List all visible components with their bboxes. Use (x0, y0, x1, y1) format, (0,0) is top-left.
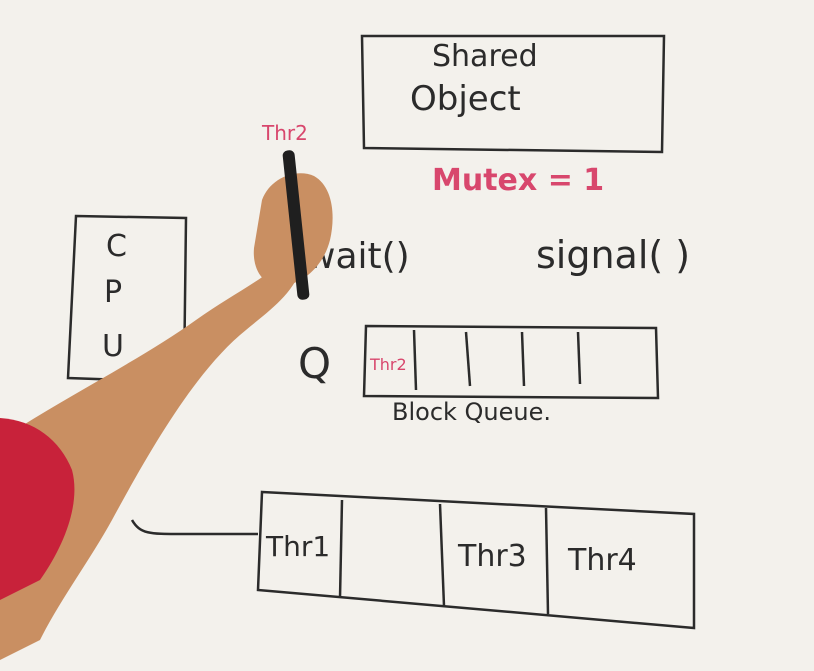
shared-object-line1: Shared (432, 39, 538, 74)
marker-icon (282, 150, 310, 300)
queue-slot-1: Thr2 (369, 355, 407, 374)
presenter-shirt (0, 418, 75, 600)
queue-caption: Block Queue. (392, 398, 551, 426)
shared-object-line2: Object (410, 79, 521, 119)
cpu-connector-line (130, 519, 258, 536)
cpu-letter-u: U (102, 329, 124, 364)
shared-object-box: Shared Object (360, 34, 666, 154)
block-queue: Q Thr2 Block Queue. (298, 324, 660, 426)
thread-slot-1: Thr1 (265, 530, 330, 563)
presenter-arm (0, 150, 333, 660)
thread-slot-4: Thr4 (567, 543, 637, 578)
thread-slot-3: Thr3 (457, 539, 527, 574)
thread-list: Thr1 Thr3 Thr4 (256, 490, 696, 630)
cpu-letter-c: C (106, 229, 127, 264)
queue-label: Q (298, 339, 331, 388)
cpu-letter-p: P (104, 275, 122, 310)
signal-label: signal( ) (536, 233, 690, 277)
marker-thread-label: Thr2 (261, 121, 308, 145)
mutex-label: Mutex = 1 (432, 163, 604, 198)
